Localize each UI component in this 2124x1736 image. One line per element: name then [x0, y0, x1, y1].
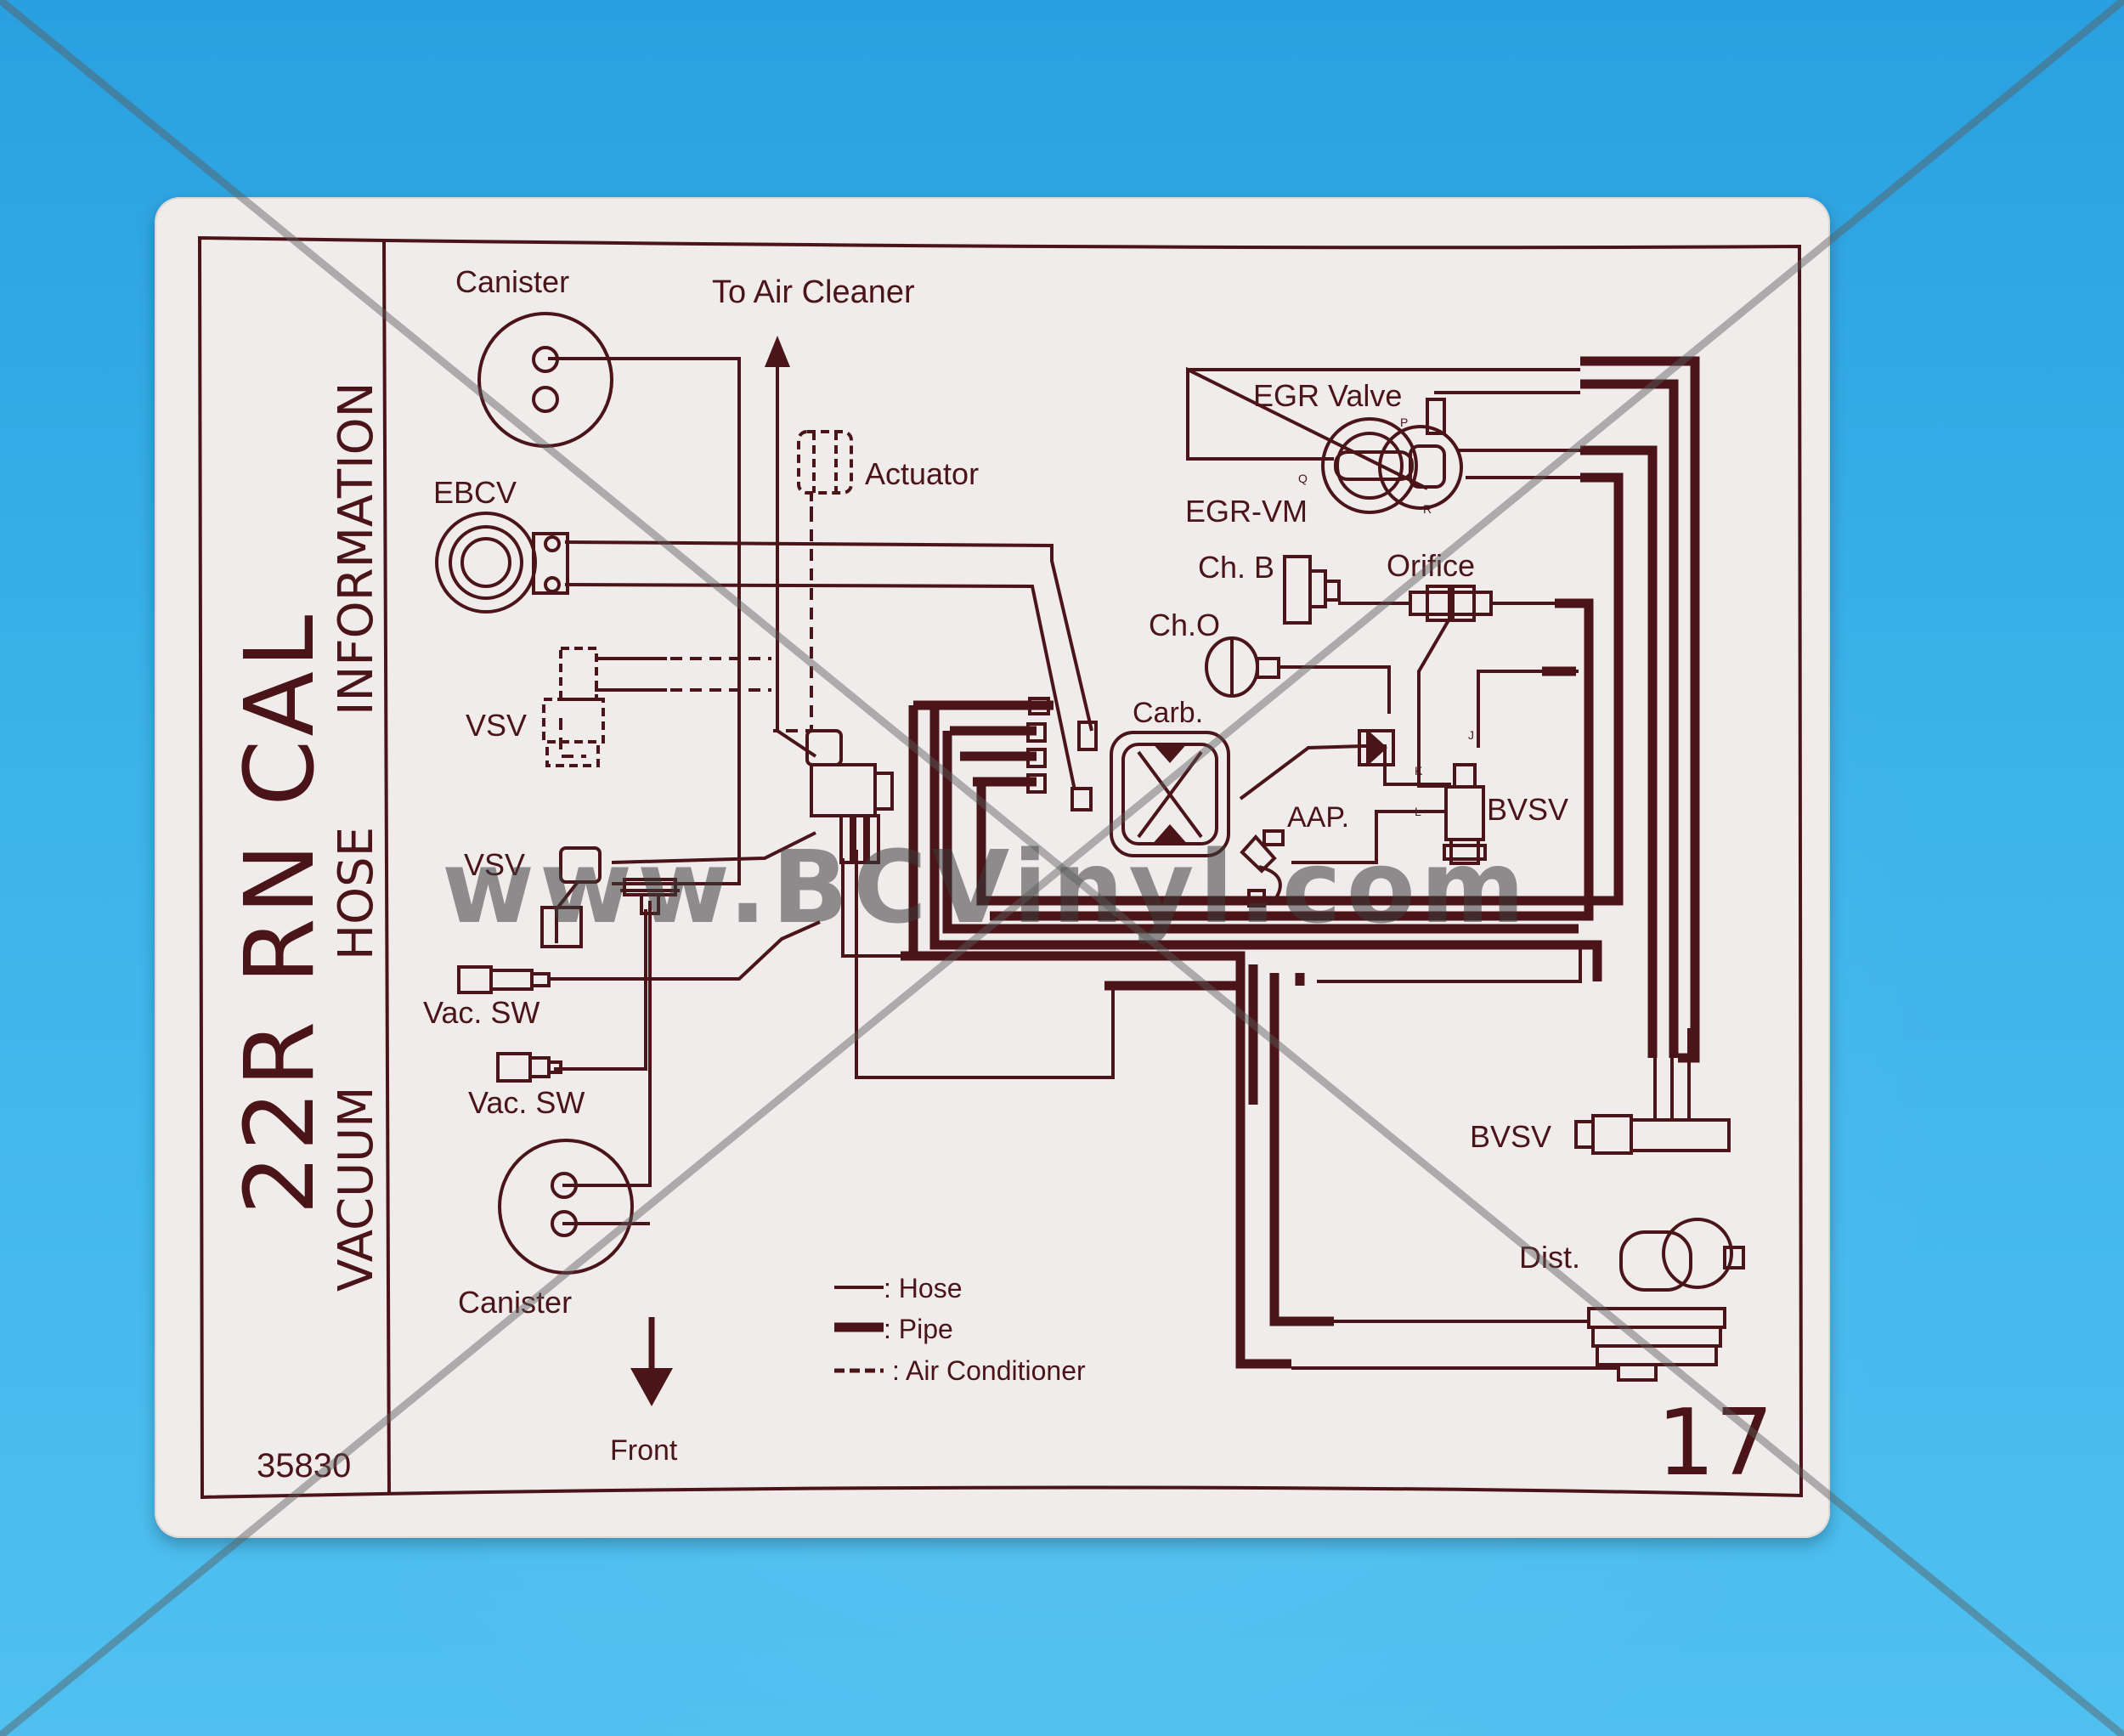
label-canister-bottom: Canister	[458, 1285, 572, 1320]
legend-ac-label: : Air Conditioner	[892, 1355, 1086, 1386]
chamber-b	[1283, 555, 1341, 625]
check-valve	[1358, 728, 1395, 767]
label-dist: Dist.	[1519, 1240, 1580, 1275]
front-arrow-icon	[630, 1317, 673, 1406]
label-port-j: J	[1468, 728, 1474, 742]
header-vacuum: VACUUM	[329, 1087, 384, 1292]
label-port-l: L	[1415, 805, 1421, 818]
label-to-air-cleaner: To Air Cleaner	[712, 274, 915, 310]
hose-lines	[548, 357, 1691, 1370]
label-bvsv-right: BVSV	[1470, 1119, 1551, 1154]
legend-hose-label: : Hose	[884, 1273, 962, 1303]
header-information: INFORMATION	[329, 382, 384, 715]
label-orifice: Orifice	[1387, 548, 1475, 583]
header-main: 22R RN CAL	[225, 612, 336, 1215]
label-carb: Carb.	[1133, 697, 1203, 729]
label-egr-valve: EGR Valve	[1253, 378, 1402, 413]
label-vsv-top: VSV	[466, 708, 527, 743]
label-port-p: P	[1400, 416, 1408, 429]
header-hose: HOSE	[329, 827, 384, 960]
canister-bottom	[498, 1139, 634, 1275]
label-bvsv-middle: BVSV	[1487, 792, 1568, 827]
t-fitting	[623, 878, 677, 915]
vsv-top	[542, 647, 605, 767]
label-ch-o: Ch.O	[1149, 608, 1220, 642]
frame-borders	[197, 235, 1804, 1500]
label-port-r: R	[1423, 502, 1432, 516]
actuator-icon	[797, 430, 853, 510]
label-vsv-bottom: VSV	[464, 847, 525, 882]
vac-sw-bottom	[496, 1052, 562, 1083]
legend-pipe-label: : Pipe	[884, 1314, 953, 1344]
bvsv-right	[1574, 1114, 1731, 1155]
vsv-cluster	[805, 729, 894, 864]
label-vac-sw-top: Vac. SW	[423, 995, 539, 1030]
to-air-cleaner-arrow-icon	[765, 336, 790, 367]
label-vac-sw-bottom: Vac. SW	[468, 1085, 585, 1120]
vacuum-hose-sticker	[155, 197, 1830, 1538]
label-aap: AAP.	[1287, 801, 1349, 834]
carburetor	[1026, 697, 1230, 857]
legend: : Hose : Pipe : Air Conditioner	[834, 1273, 1086, 1386]
label-front: Front	[610, 1434, 678, 1467]
watermark-text: www.BCVinyl.com	[442, 828, 1530, 946]
vsv-bottom	[540, 846, 602, 948]
pipe-lines	[901, 356, 1700, 1369]
distributor	[1587, 1218, 1745, 1382]
chamber-o	[1205, 636, 1280, 698]
label-canister-top: Canister	[455, 264, 569, 299]
label-egr-vm: EGR-VM	[1185, 494, 1308, 529]
header-block: 22R RN CAL VACUUM HOSE INFORMATION	[225, 382, 384, 1292]
egr-valve	[1321, 398, 1463, 514]
label-ebcv: EBCV	[433, 475, 517, 510]
part-number: 35830	[257, 1447, 351, 1484]
vac-sw-top	[457, 965, 551, 994]
calibration-code: 17	[1657, 1390, 1773, 1496]
label-actuator: Actuator	[865, 456, 979, 491]
label-port-k: K	[1415, 764, 1423, 778]
label-port-q: Q	[1298, 472, 1308, 485]
aap	[1240, 829, 1285, 908]
bvsv-middle	[1443, 763, 1487, 865]
ebcv-valve	[435, 512, 569, 614]
orifice	[1409, 585, 1493, 622]
label-ch-b: Ch. B	[1198, 550, 1274, 585]
canister-top	[477, 312, 613, 448]
